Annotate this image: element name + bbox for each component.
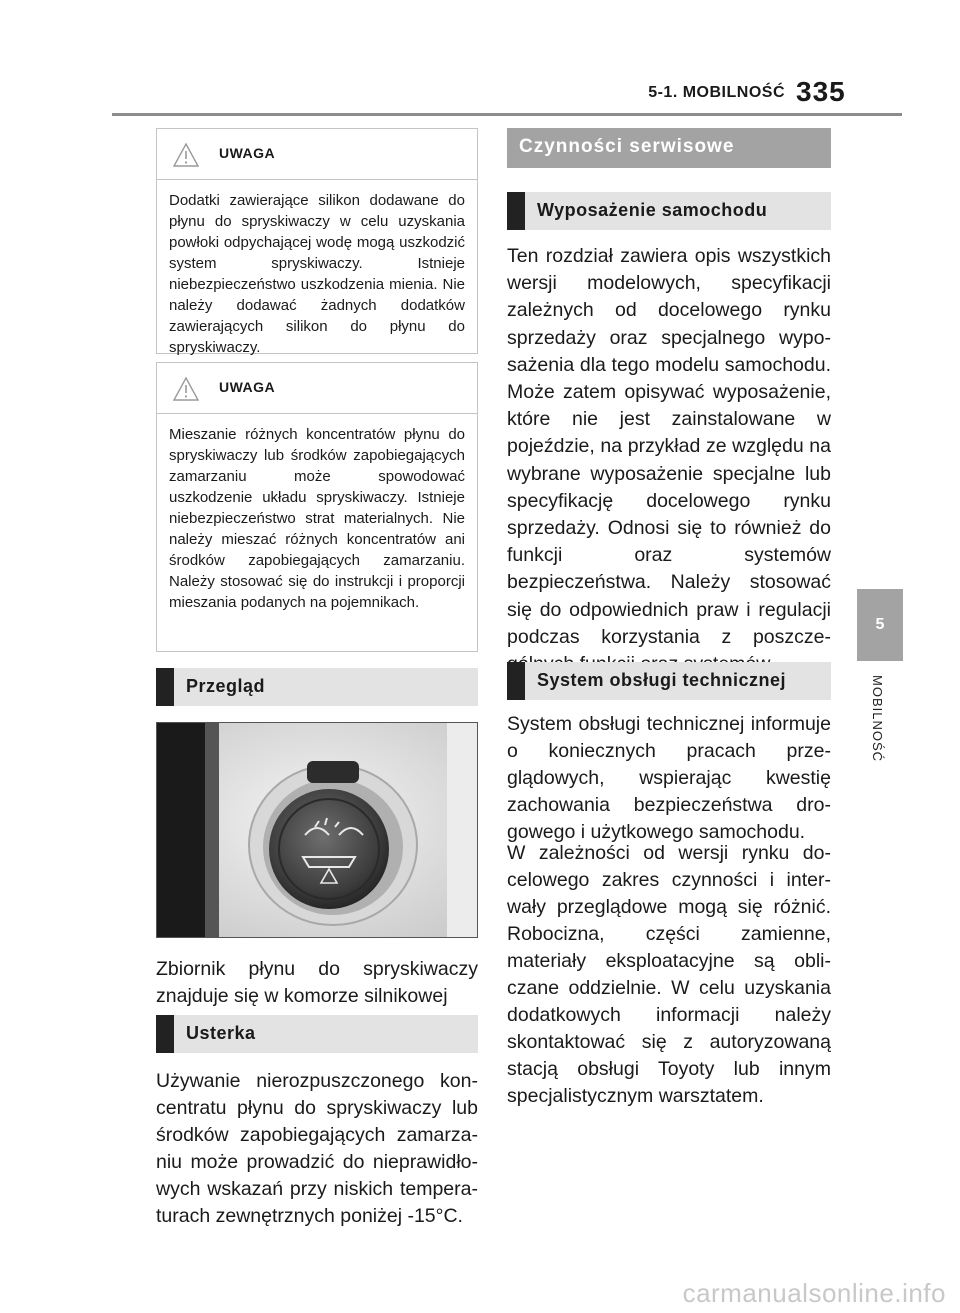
warning-triangle-icon bbox=[173, 143, 199, 167]
service-paragraph-1: System obsługi technicznej infor­muje o … bbox=[507, 713, 831, 843]
warning-box-silicone: UWAGA Dodatki zawierające silikon dodawa… bbox=[156, 128, 478, 356]
warning-header: UWAGA bbox=[157, 129, 477, 180]
section-heading-equipment: Wyposażenie samochodu bbox=[507, 192, 831, 230]
washer-cap-illustration bbox=[157, 723, 477, 937]
heading-text: System obsługi technicznej bbox=[537, 670, 787, 690]
heading-bar bbox=[156, 668, 174, 706]
chapter-heading-text: Czynności serwisowe bbox=[519, 136, 735, 157]
washer-reservoir-photo bbox=[156, 722, 478, 938]
heading-text: Przegląd bbox=[186, 676, 266, 696]
chapter-tab: 5 bbox=[857, 589, 903, 661]
warning-text: Mieszanie różnych koncentratów płynu do … bbox=[169, 426, 465, 611]
heading-bar bbox=[156, 1015, 174, 1053]
chapter-number: 5 bbox=[875, 616, 885, 633]
warning-text: Dodatki zawierające silikon dodawa­ne do… bbox=[169, 192, 465, 356]
heading-text: Wyposażenie samochodu bbox=[537, 200, 768, 220]
heading-bar bbox=[507, 192, 525, 230]
chapter-heading: Czynności serwisowe bbox=[507, 128, 831, 168]
watermark: carmanualsonline.info bbox=[682, 1278, 946, 1308]
section-title: 5-1. MOBILNOŚĆ bbox=[648, 84, 785, 101]
page-number: 335 bbox=[796, 76, 846, 107]
section-heading-overview: Przegląd bbox=[156, 668, 478, 706]
section-heading-service: System obsługi technicznej bbox=[507, 662, 831, 700]
service-paragraph-2: W zależności od wersji rynku do­celowego… bbox=[507, 842, 831, 1107]
warning-title: UWAGA bbox=[219, 145, 276, 161]
equipment-paragraph: Ten rozdział zawiera opis wszyst­kich we… bbox=[507, 245, 831, 675]
warning-box-mixing: UWAGA Mieszanie różnych koncentratów pły… bbox=[156, 362, 478, 652]
photo-caption: Zbiornik płynu do spryskiwaczy znajduje … bbox=[156, 958, 478, 1007]
warning-header: UWAGA bbox=[157, 363, 477, 414]
heading-bar bbox=[507, 662, 525, 700]
chapter-label: MOBILNOŚĆ bbox=[870, 675, 885, 763]
warning-title: UWAGA bbox=[219, 379, 276, 395]
fault-paragraph: Używanie nierozpuszczonego kon­centratu … bbox=[156, 1070, 478, 1227]
heading-text: Usterka bbox=[186, 1023, 256, 1043]
section-heading-fault: Usterka bbox=[156, 1015, 478, 1053]
warning-triangle-icon bbox=[173, 377, 199, 401]
header-rule bbox=[112, 113, 902, 116]
